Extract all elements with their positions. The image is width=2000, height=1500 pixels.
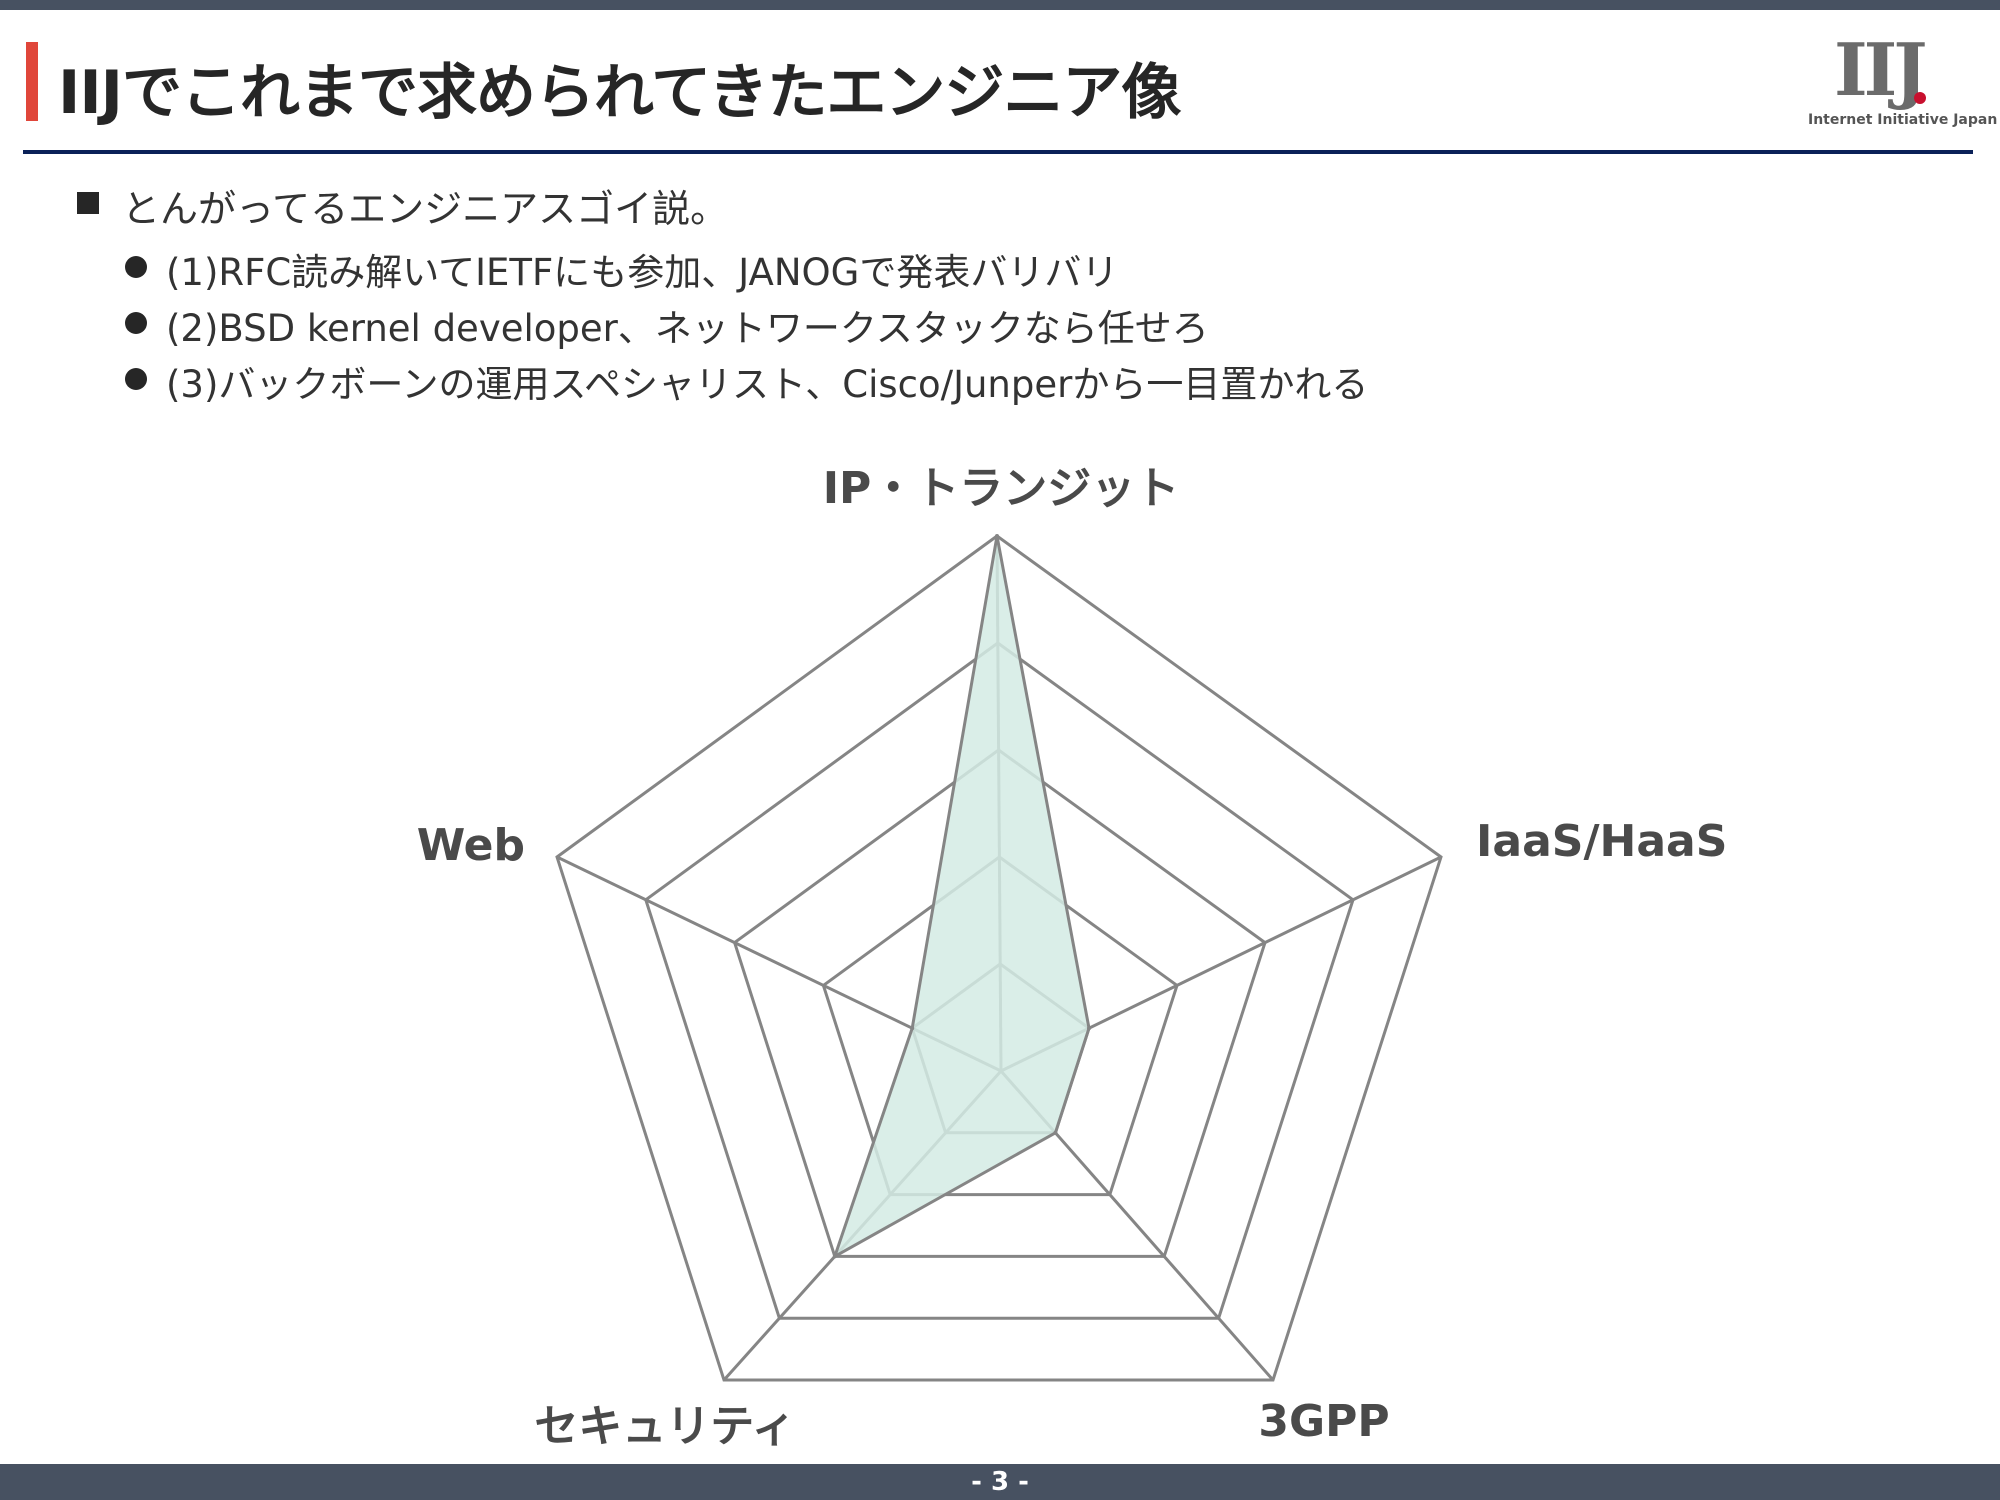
sub-bullet-text: (3)バックボーンの運用スペシャリスト、Cisco/Junperから一目置かれる [166, 363, 1369, 406]
header-divider [23, 150, 1973, 154]
sub-bullet-text: (2)BSD kernel developer、ネットワークスタックなら任せろ [166, 307, 1209, 350]
data-point [832, 1254, 837, 1259]
iij-logo: IIJ Internet Initiative Japan [1800, 27, 1997, 130]
data-series-area [832, 535, 1091, 1260]
logo-tagline: Internet Initiative Japan [1808, 112, 1998, 128]
grid-ring [555, 534, 1443, 1382]
square-bullet-icon [77, 192, 99, 214]
main-bullet-text: とんがってるエンジニアスゴイ説。 [122, 187, 729, 231]
data-point [1053, 1130, 1058, 1135]
axis-label-web: Web [416, 820, 525, 871]
logo-mark: IIJ [1834, 27, 1927, 112]
round-bullet-icon [125, 368, 147, 390]
grid-ring [732, 748, 1267, 1258]
grid-ring [644, 641, 1355, 1320]
data-point [1087, 1026, 1091, 1031]
logo-dot [1914, 92, 1926, 104]
axis-label-security: セキュリティ [534, 1401, 796, 1452]
top-bar [0, 0, 2000, 10]
page-number: - 3 - [0, 1464, 2000, 1500]
data-point [910, 1026, 915, 1031]
sub-bullet-text: (1)RFC読み解いてIETFにも参加、JANOGで発表バリバリ [166, 251, 1119, 294]
page-title: IIJでこれまで求められてきたエンジニア像 [58, 58, 1181, 128]
data-point [995, 534, 999, 538]
round-bullet-icon [125, 312, 147, 334]
axis-label-3gpp: 3GPP [1258, 1396, 1390, 1447]
axis-label-iaas-haas: IaaS/HaaS [1476, 816, 1728, 867]
axis-label-ip-transit: IP・トランジット [822, 463, 1180, 514]
round-bullet-icon [125, 256, 147, 278]
grid-ring [821, 855, 1179, 1197]
title-accent-bar [26, 42, 38, 121]
